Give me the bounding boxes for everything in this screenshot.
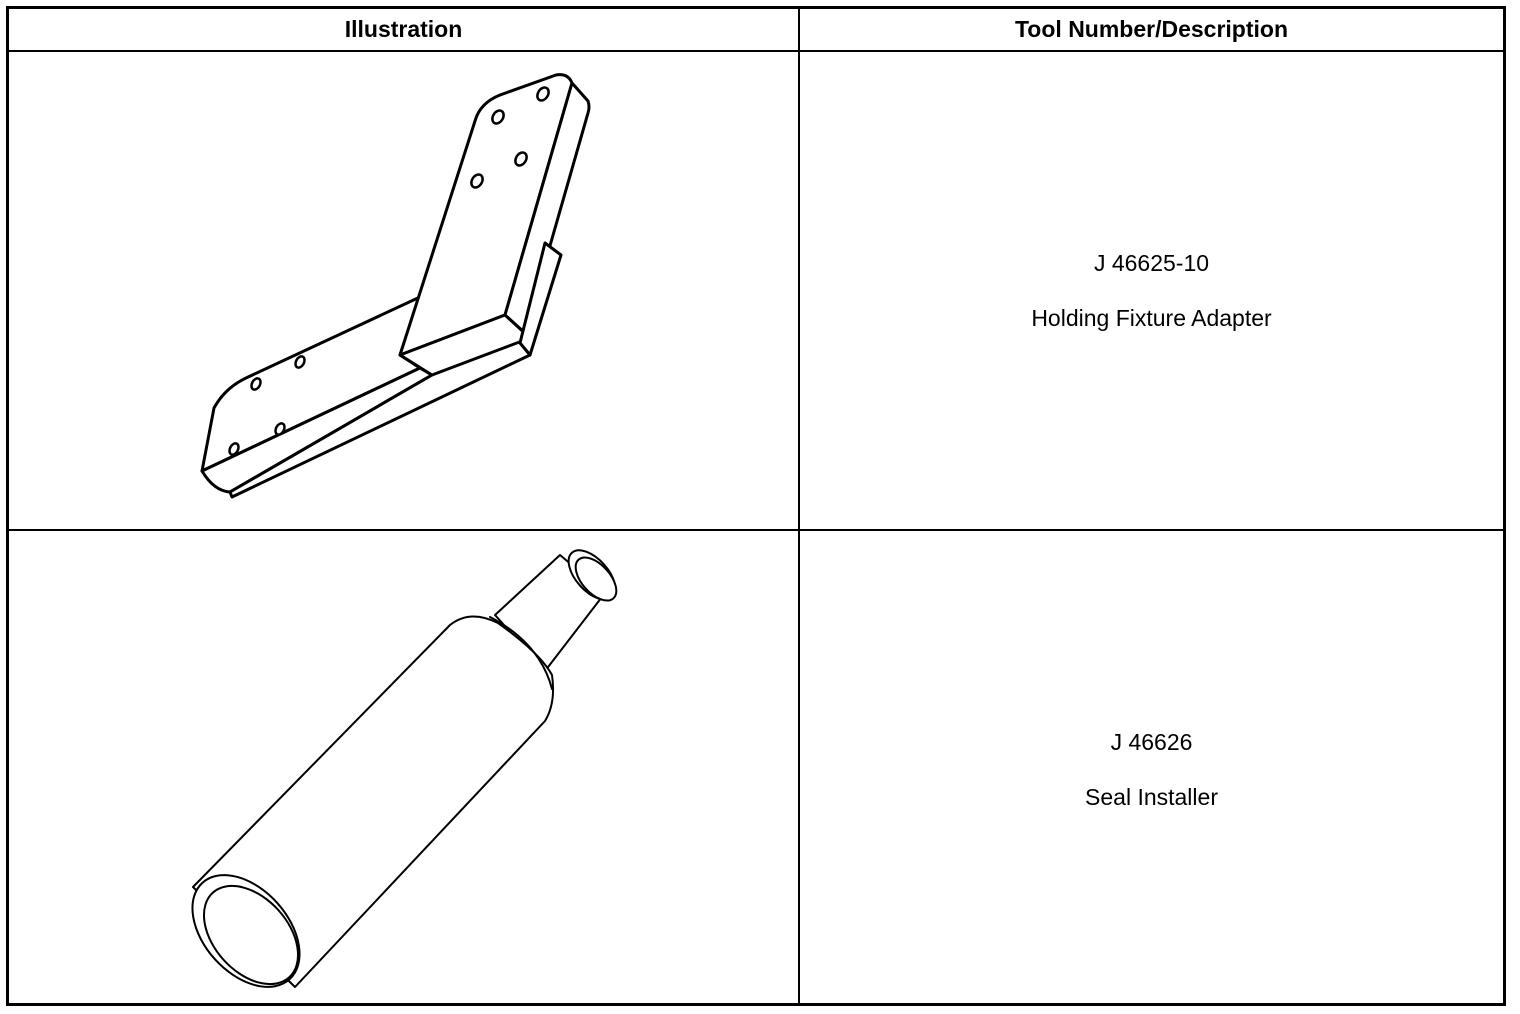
- header-tool-description: Tool Number/Description: [1014, 16, 1289, 42]
- table-row-2-illustration: [9, 531, 798, 1003]
- tool-table: Illustration Tool Number/Description: [6, 6, 1506, 1006]
- table-row-1-description: J 46625-10 Holding Fixture Adapter: [800, 52, 1503, 529]
- seal-installer-drawing: [191, 549, 618, 988]
- column-divider: [798, 9, 800, 1003]
- table-row-1-illustration: [9, 52, 798, 529]
- tool-description: Seal Installer: [1085, 784, 1218, 810]
- tool-number: J 46625-10: [1093, 250, 1210, 276]
- holding-fixture-adapter-drawing: [200, 73, 591, 499]
- header-illustration: Illustration: [344, 16, 463, 42]
- row-divider: [9, 529, 1503, 531]
- tool-number: J 46626: [1110, 729, 1193, 755]
- tool-description: Holding Fixture Adapter: [1031, 305, 1272, 331]
- table-row-2-description: J 46626 Seal Installer: [800, 531, 1503, 1003]
- header-divider: [9, 50, 1503, 52]
